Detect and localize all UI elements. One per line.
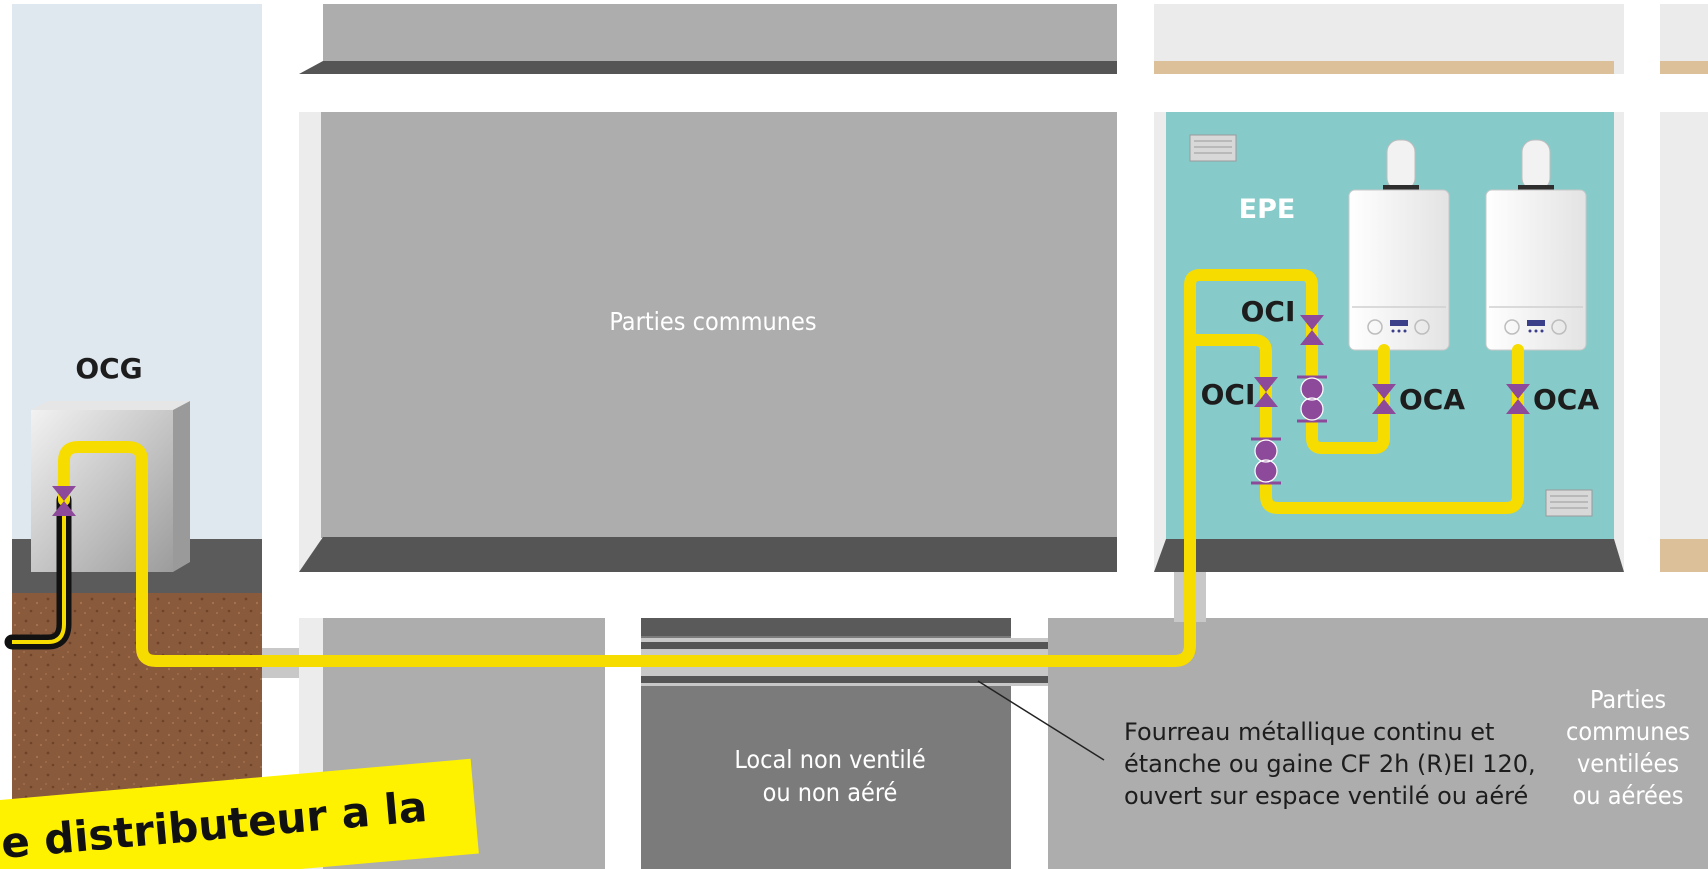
boiler-1 [1348,139,1450,351]
fourreau-label-line2: étanche ou gaine CF 2h (R)EI 120, [1124,750,1536,778]
epe-label: EPE [1239,194,1296,225]
local-non-ventile-label-line1: Local non ventilé [734,745,925,774]
parties-ventilees-label-line2: communes [1566,717,1690,746]
upper-floor-room [323,4,1117,62]
oci-bottom-label: OCI [1201,378,1256,411]
local-non-ventile-label-line2: ou non aéré [763,778,898,807]
fourreau-label-line3: ouvert sur espace ventilé ou aéré [1124,782,1528,810]
gas-pipe [58,269,1524,667]
callout-leader-line [977,680,1105,761]
ocg-label: OCG [75,352,142,385]
banner: e distributeur a la [0,758,479,869]
oca-right-label: OCA [1533,383,1599,416]
parties-communes-label: Parties communes [609,307,816,336]
epe-floor-slab [1154,539,1624,572]
right-room-edge [1660,112,1708,572]
parties-ventilees-label-line3: ventilées [1577,749,1679,778]
boiler-2 [1485,139,1587,351]
oci-top-label: OCI [1241,295,1296,328]
oca-left-label: OCA [1399,383,1465,416]
floor-slab [299,537,1117,572]
ocg-cabinet [31,401,190,572]
parties-communes-room [321,112,1117,538]
fourreau-label-line1: Fourreau métallique continu et [1124,718,1494,746]
ventilation-grille-icon [1189,134,1237,162]
ventilation-grille-icon [1545,489,1593,517]
parties-ventilees-label-line1: Parties [1590,685,1666,714]
parties-ventilees-label-line4: ou aérées [1573,781,1684,810]
